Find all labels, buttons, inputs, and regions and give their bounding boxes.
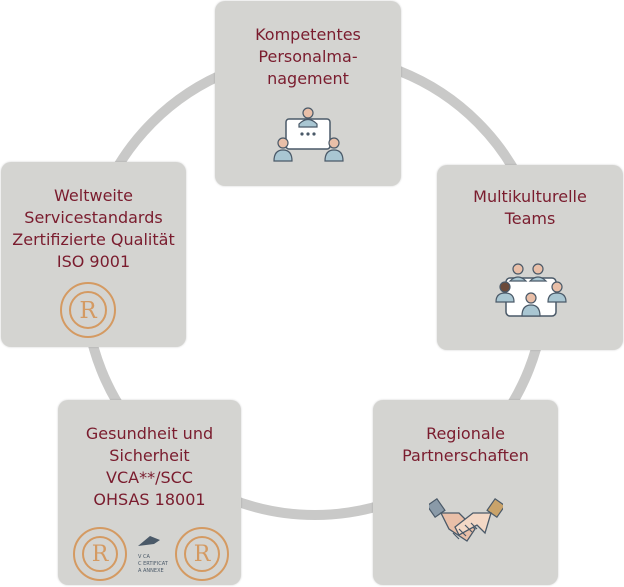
svg-text:R: R — [79, 298, 97, 324]
card-line: Zertifizierte Qualität — [12, 230, 175, 249]
svg-text:C ERTIFICAT: C ERTIFICAT — [138, 561, 169, 567]
card-line: ISO 9001 — [56, 252, 131, 271]
lloyds-register-seal: R — [73, 527, 127, 581]
card-line: OHSAS 18001 — [93, 490, 206, 509]
svg-text:R: R — [92, 542, 110, 567]
card-regionale-partnerschaften: Regionale Partnerschaften — [373, 400, 558, 585]
diverse-team-icon — [495, 263, 567, 317]
lloyds-register-seal: R — [175, 527, 229, 581]
svg-text:A ANNEXE: A ANNEXE — [138, 568, 164, 574]
card-line: Multikulturelle — [473, 187, 587, 206]
team-meeting-icon — [273, 107, 344, 162]
card-line: Weltweite — [54, 186, 133, 205]
vca-seal: V CA C ERTIFICAT A ANNEXE — [138, 536, 169, 574]
card-line: VCA**/SCC — [106, 468, 193, 487]
card-weltweite-servicestandards: Weltweite Servicestandards Zertifizierte… — [1, 162, 186, 347]
card-line: Personalma- — [258, 47, 358, 66]
card-line: Gesundheit und — [85, 424, 214, 443]
svg-text:V CA: V CA — [138, 554, 151, 560]
card-line: Kompetentes — [255, 25, 361, 44]
card-line: Regionale — [426, 424, 505, 443]
card-gesundheit-sicherheit: Gesundheit und Sicherheit VCA**/SCC OHSA… — [58, 400, 241, 585]
card-line: nagement — [267, 69, 349, 88]
card-line: Partnerschaften — [402, 446, 529, 465]
card-line: Servicestandards — [24, 208, 163, 227]
card-multikulturelle-teams: Multikulturelle Teams — [437, 165, 623, 350]
card-line: Sicherheit — [109, 446, 190, 465]
svg-text:R: R — [194, 542, 212, 567]
card-personalmanagement: Kompetentes Personalma- nagement — [215, 1, 401, 186]
handshake-icon — [429, 497, 503, 542]
iso-9001-seal-icon: R — [60, 282, 116, 338]
card-line: Teams — [504, 209, 556, 228]
certification-seals-icon: R V CA C ERTIFICAT A ANNEXE R — [73, 527, 229, 581]
